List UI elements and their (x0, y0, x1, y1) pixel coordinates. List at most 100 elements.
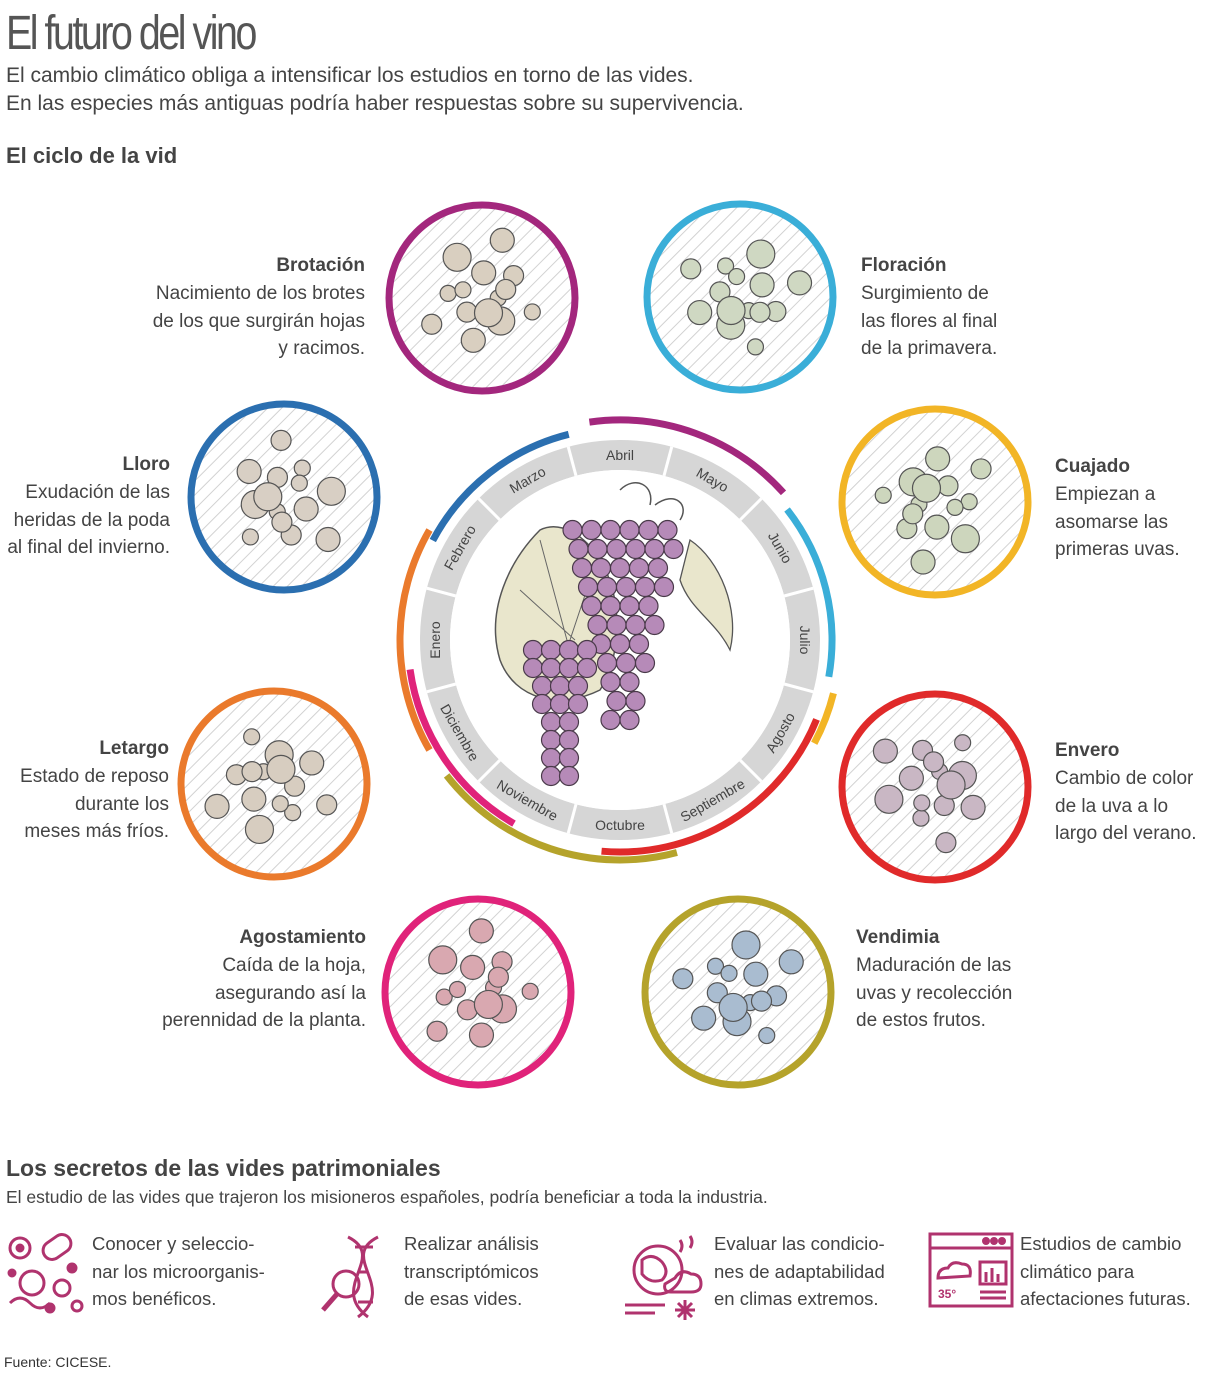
falling-leaf-illustration (381, 895, 575, 1089)
secret-item-1: Conocer y seleccio- nar los microorganis… (92, 1230, 265, 1313)
secret-1-line-2: nar los microorganis- (92, 1260, 265, 1282)
stage-desc-line: Caída de la hoja, (222, 955, 366, 976)
budding-vine-illustration (385, 201, 579, 395)
stage-desc-line: Exudación de las (25, 482, 170, 503)
stage-desc-line: uvas y recolección (856, 982, 1013, 1004)
flowering-vine-illustration (643, 200, 837, 394)
stage-name: Cuajado (1055, 456, 1130, 477)
extreme-climate-icon (625, 1235, 703, 1320)
grape-berry (619, 671, 640, 693)
page-title: El futuro del vino (6, 7, 257, 60)
source-note: Fuente: CICESE. (4, 1354, 112, 1370)
secret-item-3: Evaluar las condicio- nes de adaptabilid… (714, 1230, 885, 1313)
harvest-grapes-illustration (641, 895, 835, 1089)
stage-desc-line: de la primavera. (861, 338, 998, 359)
stage-arc (429, 430, 570, 543)
secret-4-line-1: Estudios de cambio (1020, 1233, 1182, 1254)
stage-name: Letargo (99, 738, 169, 759)
grape-berry (647, 557, 669, 579)
grape-berry (663, 538, 684, 560)
secrets-heading: Los secretos de las vides patrimoniales (6, 1155, 441, 1181)
grape-berry (625, 690, 646, 712)
stage-desc-line: Estado de reposo (20, 766, 169, 787)
dna-magnifier-icon (321, 1235, 379, 1319)
stage-circles (177, 200, 1032, 1089)
stage-arc (396, 528, 433, 752)
grape-cluster-illustration (494, 482, 734, 787)
stage-arc (784, 507, 836, 678)
microorganisms-icon (7, 1233, 84, 1314)
stage-desc-line: Empiezan a (1055, 484, 1156, 505)
secret-3-line-1: Evaluar las condicio- (714, 1233, 885, 1254)
grape-berry (619, 709, 640, 731)
secret-1-line-1: Conocer y seleccio- (92, 1233, 255, 1254)
climate-dashboard-icon: 35° (928, 1232, 1014, 1308)
pruned-trunk-illustration (187, 400, 381, 594)
secret-2-line-3: de esas vides. (404, 1288, 523, 1309)
stage-arcs (396, 416, 837, 864)
stage-desc-line: de los que surgirán hojas (152, 310, 365, 332)
stage-desc-line: perennidad de la planta. (162, 1010, 366, 1031)
stage-name: Floración (861, 255, 947, 276)
secret-4-line-2: climático para (1020, 1260, 1135, 1282)
stage-name: Brotación (276, 255, 365, 276)
stage-desc-line: Cambio de color (1055, 768, 1194, 789)
grape-berry (628, 633, 650, 655)
dashboard-temp: 35° (938, 1287, 956, 1301)
stage-desc-line: y racimos. (278, 338, 365, 359)
stage-desc-line: Maduración de las (856, 955, 1012, 976)
cycle-heading: El ciclo de la vid (6, 143, 178, 168)
stage-desc-line: primeras uvas. (1055, 539, 1180, 560)
subtitle-line-2: En las especies más antiguas podría habe… (6, 92, 744, 115)
grape-berry (638, 595, 659, 617)
secret-item-2: Realizar análisis transcriptómicos de es… (404, 1230, 539, 1313)
month-label: Julio (797, 626, 813, 655)
stage-name: Vendimia (856, 927, 940, 948)
stage-desc-line: durante los (74, 793, 169, 815)
stage-desc-line: heridas de la poda (13, 509, 170, 531)
stage-arc (811, 692, 837, 745)
stage-name: Lloro (122, 454, 171, 475)
month-label: Octubre (595, 817, 645, 833)
fruit-set-illustration (838, 405, 1032, 599)
grape-berry (653, 576, 675, 598)
month-wheel: EneroFebreroMarzoAbrilMayoJunioJulioAgos… (396, 416, 837, 864)
stage-desc-line: asegurando así la (214, 982, 366, 1004)
stage-desc-line: Surgimiento de (861, 283, 989, 304)
secret-2-line-2: transcriptómicos (404, 1260, 539, 1282)
dormant-trunk-illustration (177, 687, 371, 881)
grape-berries (522, 519, 684, 787)
stage-name: Agostamiento (239, 927, 366, 948)
veraison-grapes-illustration (838, 690, 1032, 884)
grape-berry (558, 765, 580, 787)
grape-berry (567, 693, 589, 715)
secret-2-line-1: Realizar análisis (404, 1233, 539, 1254)
month-label: Abril (606, 447, 634, 463)
secret-item-4: Estudios de cambio climático para afecta… (1020, 1230, 1191, 1313)
stage-desc-line: al final del invierno. (7, 537, 170, 558)
secret-3-line-3: en climas extremos. (714, 1288, 879, 1309)
subtitle-line-1: El cambio climático obliga a intensifica… (6, 64, 694, 87)
secret-1-line-3: mos benéficos. (92, 1288, 217, 1309)
stage-arc (601, 718, 820, 856)
stage-arc (588, 416, 787, 496)
grape-berry (644, 614, 665, 636)
stage-arc (406, 669, 516, 827)
grape-berry (634, 652, 656, 674)
grape-berry (657, 519, 678, 541)
stage-desc-line: asomarse las (1055, 511, 1168, 533)
secrets-subtitle: El estudio de las vides que trajeron los… (6, 1187, 768, 1207)
stage-arc (443, 773, 678, 864)
stage-desc-line: Nacimiento de los brotes (155, 283, 365, 304)
grape-berry (576, 657, 598, 679)
secret-3-line-2: nes de adaptabilidad (714, 1260, 885, 1282)
stage-desc-line: meses más fríos. (24, 821, 169, 842)
